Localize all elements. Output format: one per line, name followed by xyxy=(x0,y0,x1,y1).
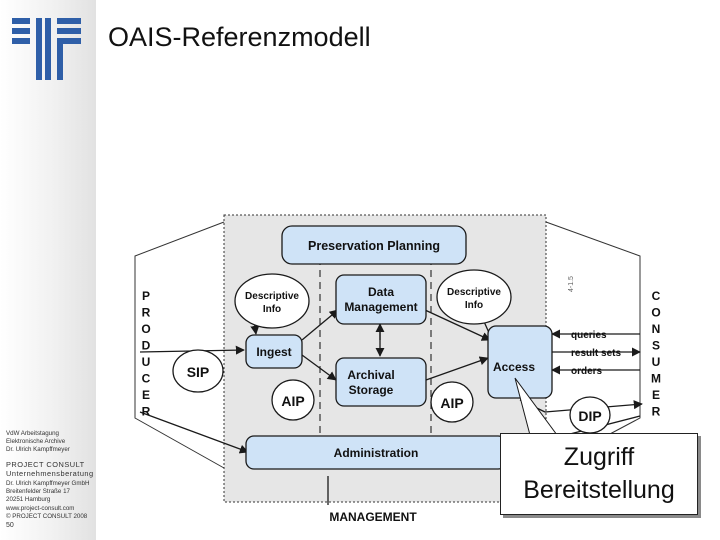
page-title: OAIS-Referenzmodell xyxy=(108,22,371,52)
producer-letter: U xyxy=(142,355,151,369)
producer-letter: C xyxy=(142,372,151,386)
aip-left-label: AIP xyxy=(281,393,304,409)
company-website[interactable]: www.project-consult.com xyxy=(6,505,75,512)
consumer-letter: C xyxy=(652,289,661,303)
aip-right-label: AIP xyxy=(440,395,463,411)
course-title: VdW Arbeitstagung xyxy=(6,430,59,437)
callout-line-1: Zugriff xyxy=(563,443,635,471)
consumer-letter: R xyxy=(652,405,661,419)
consumer-letter: M xyxy=(651,372,661,386)
company-tagline: Unternehmensberatung xyxy=(6,469,94,478)
archival-storage-label-2: Storage xyxy=(349,383,394,397)
descriptive-info-left xyxy=(234,273,310,329)
producer-letter: P xyxy=(142,289,150,303)
producer-letter: R xyxy=(142,405,151,419)
ingest-box xyxy=(245,334,303,369)
result-sets-label: result sets xyxy=(571,348,621,359)
descriptive-info-right-label-2: Info xyxy=(465,300,483,311)
management-label: MANAGEMENT xyxy=(329,510,417,524)
copyright: © PROJECT CONSULT 2008 xyxy=(6,513,88,520)
orders-label: orders xyxy=(571,366,603,377)
company-name: PROJECT CONSULT xyxy=(6,460,85,469)
dip-label: DIP xyxy=(578,408,601,424)
descriptive-info-left-label-2: Info xyxy=(263,304,281,315)
company-street: Breitenfelder Straße 17 xyxy=(6,488,70,495)
consumer-letter: E xyxy=(652,388,660,402)
sidebar xyxy=(0,0,96,540)
data-management-label-2: Management xyxy=(344,300,417,314)
producer-letter: D xyxy=(142,339,151,353)
figure-id: 4-1.5 xyxy=(568,276,575,292)
consumer-letter: U xyxy=(652,355,661,369)
course-subtitle: Elektronische Archive xyxy=(6,438,66,445)
descriptive-info-right-label-1: Descriptive xyxy=(447,287,501,298)
page-number: 50 xyxy=(6,522,14,529)
archival-storage-box xyxy=(335,357,427,407)
consumer-letter: N xyxy=(652,322,661,336)
producer-letter: E xyxy=(142,388,150,402)
producer-boundary xyxy=(134,221,225,469)
preservation-planning-label: Preservation Planning xyxy=(308,239,440,253)
access-label: Access xyxy=(493,360,535,374)
sip-package xyxy=(172,349,224,393)
company-city: 20251 Hamburg xyxy=(6,496,51,503)
company-legal-name: Dr. Ulrich Kampffmeyer GmbH xyxy=(6,480,90,487)
preservation-planning-box xyxy=(281,225,467,265)
administration-label: Administration xyxy=(334,446,419,460)
producer-letter: O xyxy=(141,322,150,336)
producer-letter: R xyxy=(142,306,151,320)
consumer-letter: O xyxy=(651,306,660,320)
descriptive-info-right xyxy=(436,269,512,325)
callout-line-2: Bereitstellung xyxy=(523,476,675,504)
project-consult-logo xyxy=(12,18,81,80)
consumer-letter: S xyxy=(652,339,660,353)
course-author: Dr. Ulrich Kampffmeyer xyxy=(6,446,70,453)
callout-box: Zugriff Bereitstellung xyxy=(500,433,698,515)
data-management-label-1: Data xyxy=(368,285,394,299)
queries-label: queries xyxy=(571,330,607,341)
aip-package-right xyxy=(430,381,474,423)
aip-package-left xyxy=(271,379,315,421)
ingest-label: Ingest xyxy=(256,345,291,359)
data-management-box xyxy=(335,274,427,325)
archival-storage-label-1: Archival xyxy=(347,368,394,382)
descriptive-info-left-label-1: Descriptive xyxy=(245,291,299,302)
sip-label: SIP xyxy=(187,364,210,380)
